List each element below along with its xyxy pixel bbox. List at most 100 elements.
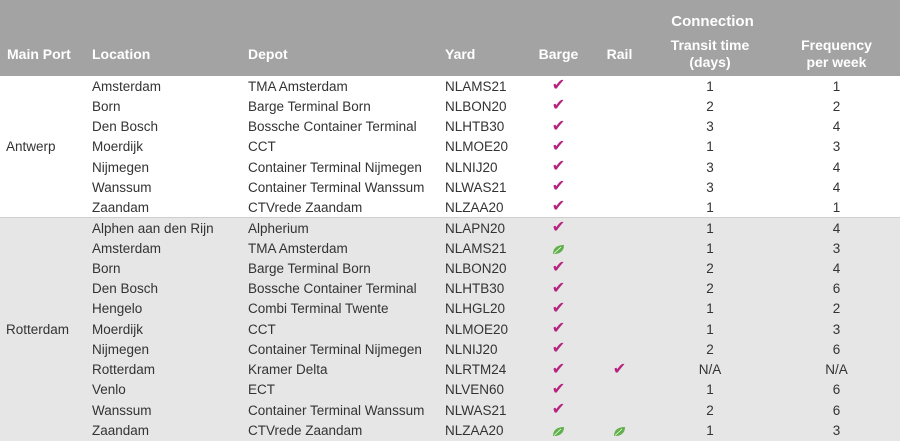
header-spacer (0, 0, 525, 32)
barge-cell: ✔ (525, 359, 592, 380)
transit-cell: 3 (647, 177, 773, 198)
main-port-cell: Rotterdam (0, 217, 85, 441)
frequency-cell: 2 (773, 298, 900, 319)
checkmark-icon: ✔ (551, 178, 566, 196)
rail-cell (592, 96, 647, 117)
rail-cell (592, 379, 647, 400)
depot-cell: Barge Terminal Born (241, 258, 438, 279)
rail-cell (592, 319, 647, 340)
location-cell: Venlo (85, 379, 241, 400)
depot-cell: TMA Amsterdam (241, 238, 438, 259)
frequency-cell: 4 (773, 217, 900, 238)
frequency-cell: 3 (773, 420, 900, 441)
depot-cell: Bossche Container Terminal (241, 278, 438, 299)
depot-cell: Bossche Container Terminal (241, 116, 438, 137)
barge-cell: ✔ (525, 400, 592, 421)
checkmark-icon: ✔ (551, 401, 566, 419)
location-cell: Moerdijk (85, 319, 241, 340)
location-cell: Alphen aan den Rijn (85, 217, 241, 238)
yard-cell: NLZAA20 (438, 197, 525, 218)
frequency-cell: 6 (773, 339, 900, 360)
barge-cell: ✔ (525, 278, 592, 299)
checkmark-icon: ✔ (551, 259, 566, 277)
checkmark-icon: ✔ (551, 299, 566, 317)
rail-cell (592, 76, 647, 97)
checkmark-icon: ✔ (551, 320, 566, 338)
frequency-cell: N/A (773, 359, 900, 380)
location-cell: Nijmegen (85, 339, 241, 360)
location-cell: Amsterdam (85, 238, 241, 259)
checkmark-icon: ✔ (551, 198, 566, 216)
frequency-cell: 3 (773, 238, 900, 259)
frequency-cell: 6 (773, 278, 900, 299)
checkmark-icon: ✔ (612, 360, 627, 378)
transit-cell: 1 (647, 420, 773, 441)
location-cell: Hengelo (85, 298, 241, 319)
location-cell: Wanssum (85, 400, 241, 421)
depot-cell: TMA Amsterdam (241, 76, 438, 97)
yard-cell: NLMOE20 (438, 319, 525, 340)
barge-cell: ✔ (525, 197, 592, 218)
checkmark-icon: ✔ (551, 117, 566, 135)
depot-cell: Container Terminal Wanssum (241, 177, 438, 198)
barge-cell (525, 420, 592, 441)
frequency-cell: 1 (773, 197, 900, 218)
yard-cell: NLHTB30 (438, 278, 525, 299)
transit-cell: 2 (647, 96, 773, 117)
barge-cell: ✔ (525, 116, 592, 137)
header-transit-line1: Transit time (670, 37, 750, 53)
checkmark-icon: ✔ (551, 360, 566, 378)
depot-cell: Container Terminal Wanssum (241, 400, 438, 421)
transit-cell: 3 (647, 157, 773, 178)
barge-cell: ✔ (525, 96, 592, 117)
transit-cell: 1 (647, 136, 773, 157)
transit-cell: 1 (647, 298, 773, 319)
checkmark-icon: ✔ (551, 380, 566, 398)
leaf-icon (553, 426, 564, 436)
yard-cell: NLAMS21 (438, 238, 525, 259)
transit-cell: 1 (647, 379, 773, 400)
transit-cell: 1 (647, 319, 773, 340)
barge-cell: ✔ (525, 157, 592, 178)
depot-cell: CCT (241, 136, 438, 157)
barge-cell: ✔ (525, 298, 592, 319)
checkmark-icon: ✔ (551, 340, 566, 358)
depot-cell: Container Terminal Nijmegen (241, 157, 438, 178)
frequency-cell: 6 (773, 400, 900, 421)
frequency-cell: 4 (773, 157, 900, 178)
header-main-port: Main Port (0, 32, 85, 76)
frequency-cell: 3 (773, 319, 900, 340)
location-cell: Rotterdam (85, 359, 241, 380)
barge-cell: ✔ (525, 217, 592, 238)
header-connection: Connection (525, 0, 900, 32)
location-cell: Zaandam (85, 197, 241, 218)
transit-cell: 2 (647, 278, 773, 299)
yard-cell: NLNIJ20 (438, 339, 525, 360)
main-port-cell: Antwerp (0, 76, 85, 218)
frequency-cell: 4 (773, 258, 900, 279)
location-cell: Born (85, 258, 241, 279)
yard-cell: NLWAS21 (438, 177, 525, 198)
frequency-cell: 4 (773, 177, 900, 198)
rail-cell (592, 197, 647, 218)
rail-cell (592, 278, 647, 299)
rail-cell (592, 177, 647, 198)
yard-cell: NLMOE20 (438, 136, 525, 157)
yard-cell: NLHGL20 (438, 298, 525, 319)
transit-cell: 1 (647, 76, 773, 97)
barge-cell: ✔ (525, 76, 592, 97)
